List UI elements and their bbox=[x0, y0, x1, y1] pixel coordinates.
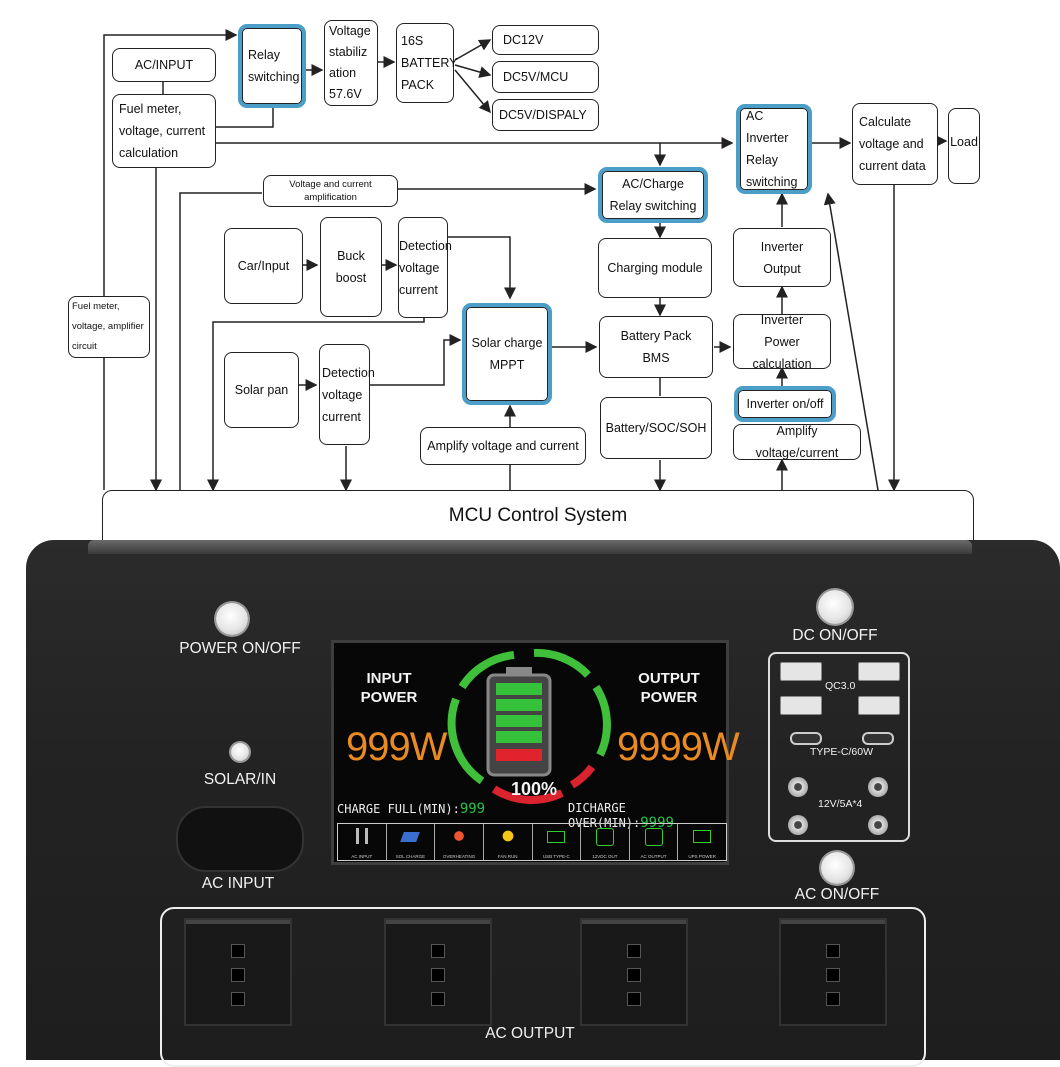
usb-c-port-1[interactable] bbox=[790, 732, 822, 745]
usb-type-c-status: USB TYPE-C bbox=[533, 824, 582, 860]
usb-icon bbox=[547, 831, 566, 843]
usb-port-2[interactable] bbox=[858, 662, 900, 681]
solar-pan-box: Solar pan bbox=[224, 352, 299, 428]
ac-onoff-button[interactable] bbox=[821, 852, 853, 884]
inverter-power-calc-box: Inverter Power calculation bbox=[733, 313, 831, 371]
input-power-value: 999W bbox=[346, 725, 447, 769]
ac-output-status: AC OUTPUT bbox=[630, 824, 679, 860]
mcu-control-label: MCU Control System bbox=[448, 505, 628, 526]
ac-input-label: AC INPUT bbox=[201, 875, 275, 892]
ups-icon bbox=[693, 830, 712, 843]
usb-port-4[interactable] bbox=[858, 696, 900, 715]
status-icon-row: AC INPUT SOL CHARGE OVERHEATING FAN RUN … bbox=[337, 823, 727, 861]
v-i-amplification-box: Voltage and current amplification bbox=[263, 175, 398, 207]
battery-gauge bbox=[447, 648, 611, 804]
dc-jack-1[interactable] bbox=[788, 777, 808, 797]
ac-input-port[interactable] bbox=[176, 806, 304, 872]
detection-box-2: Detection voltage current bbox=[319, 344, 375, 445]
lcd-display: INPUT POWER OUTPUT POWER 999W 9999W 100%… bbox=[331, 640, 740, 865]
ac-socket-2[interactable] bbox=[384, 918, 492, 1026]
dc-socket-icon bbox=[595, 828, 614, 846]
usb-c-port-2[interactable] bbox=[862, 732, 894, 745]
fuel-meter-amp-box: Fuel meter, voltage, amplifier circuit bbox=[68, 296, 150, 358]
block-diagram: AC/INPUT Relay switching Voltage stabili… bbox=[68, 20, 980, 550]
outlet-icon bbox=[644, 828, 663, 846]
dc-jack-4[interactable] bbox=[868, 815, 888, 835]
charging-module-box: Charging module bbox=[598, 238, 712, 298]
dc12v-box: DC12V bbox=[492, 25, 599, 55]
fan-run-status: FAN RUN bbox=[484, 824, 533, 860]
battery-16s-box: 16S BATTERY PACK bbox=[396, 23, 458, 103]
overheating-status: OVERHEATING bbox=[435, 824, 484, 860]
dc-jack-3[interactable] bbox=[788, 815, 808, 835]
usb-port-1[interactable] bbox=[780, 662, 822, 681]
dc-output-panel: QC3.0 TYPE-C/60W 12V/5A*4 bbox=[768, 652, 910, 842]
solar-in-port[interactable] bbox=[231, 743, 249, 761]
amplify-vc-box: Amplify voltage and current bbox=[420, 427, 586, 465]
relay-switching-box: Relay switching bbox=[238, 24, 306, 108]
ac-socket-1[interactable] bbox=[184, 918, 292, 1026]
input-power-label: INPUT POWER bbox=[360, 670, 418, 706]
dc-onoff-button[interactable] bbox=[818, 590, 852, 624]
inverter-output-box: Inverter Output bbox=[733, 228, 831, 287]
sun-icon bbox=[451, 828, 468, 844]
device-top-edge bbox=[88, 540, 972, 554]
car-input-box: Car/Input bbox=[224, 228, 303, 304]
dc5v-mcu-box: DC5V/MCU bbox=[492, 61, 599, 93]
connector-lines bbox=[103, 29, 948, 492]
voltage-stabilization-box: Voltage stabiliz ation 57.6V bbox=[324, 20, 378, 106]
ac-charge-relay-box: AC/Charge Relay switching bbox=[598, 167, 708, 223]
power-onoff-label: POWER ON/OFF bbox=[179, 640, 301, 657]
amplify-vc2-box: Amplify voltage/current bbox=[733, 424, 861, 460]
load-box: Load bbox=[948, 108, 980, 184]
dc-out-status: 12VDC OUT bbox=[581, 824, 630, 860]
dc-12v-label: 12V/5A*4 bbox=[818, 798, 863, 810]
charge-full-value: 999 bbox=[459, 801, 486, 817]
solar-charge-mppt-box: Solar charge MPPT bbox=[462, 303, 552, 405]
buck-boost-box: Buck boost bbox=[320, 217, 382, 317]
ac-onoff-label: AC ON/OFF bbox=[794, 886, 880, 903]
ac-socket-4[interactable] bbox=[779, 918, 887, 1026]
solar-charge-status: SOL CHARGE bbox=[387, 824, 436, 860]
solar-in-label: SOLAR/IN bbox=[203, 771, 277, 788]
ups-power-status: UPS POWER bbox=[678, 824, 726, 860]
dc5v-display-box: DC5V/DISPALY bbox=[492, 99, 599, 131]
plug-icon bbox=[355, 828, 368, 844]
type-c-label: TYPE-C/60W bbox=[810, 746, 874, 758]
charge-full-row: CHARGE FULL(MIN):999 bbox=[337, 801, 485, 817]
calc-voltage-box: Calculate voltage and current data bbox=[852, 103, 938, 185]
qc30-label: QC3.0 bbox=[825, 680, 856, 692]
output-power-value: 9999W bbox=[617, 725, 740, 769]
battery-bms-box: Battery Pack BMS bbox=[599, 316, 713, 378]
inverter-onoff-box: Inverter on/off bbox=[734, 386, 836, 422]
ac-input-box: AC/INPUT bbox=[112, 48, 216, 82]
ac-socket-3[interactable] bbox=[580, 918, 688, 1026]
dc-jack-2[interactable] bbox=[868, 777, 888, 797]
fuel-meter-calc-box: Fuel meter, voltage, current calculation bbox=[112, 94, 216, 168]
ac-inverter-relay-box: AC Inverter Relay switching bbox=[736, 104, 812, 194]
ac-output-label: AC OUTPUT bbox=[485, 1025, 575, 1042]
usb-port-3[interactable] bbox=[780, 696, 822, 715]
fan-icon bbox=[499, 828, 516, 844]
solar-panel-icon bbox=[400, 832, 421, 842]
dc-onoff-label: DC ON/OFF bbox=[792, 627, 878, 644]
ac-input-status: AC INPUT bbox=[338, 824, 387, 860]
charge-full-label: CHARGE FULL(MIN): bbox=[337, 802, 460, 816]
power-button[interactable] bbox=[216, 603, 248, 635]
detection-box-1: Detection voltage current bbox=[398, 217, 452, 318]
battery-soc-box: Battery/SOC/SOH bbox=[600, 397, 712, 459]
output-power-label: OUTPUT POWER bbox=[638, 670, 700, 706]
battery-percent: 100% bbox=[510, 779, 558, 799]
